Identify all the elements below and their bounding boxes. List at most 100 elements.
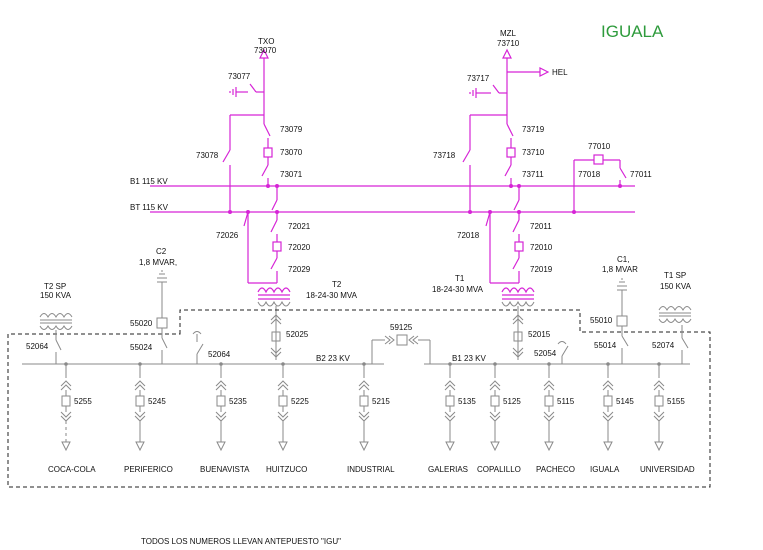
feeder-arrow-icon [216, 441, 226, 452]
txo-number: 73070 [254, 46, 277, 55]
feeder-arrow-icon [490, 441, 500, 452]
t1-lv-breaker-label: 52015 [528, 330, 551, 339]
t2sp-rating: 150 KVA [40, 291, 72, 300]
t2-breaker-label: 72020 [288, 243, 311, 252]
c2-breaker-icon[interactable] [156, 317, 168, 329]
t2-bottom-switch-label: 72029 [288, 265, 311, 274]
mzl-top-switch-label: 73719 [522, 125, 545, 134]
c2-capacitor-bay: C2 1,8 MVAR, 55020 55024 [130, 247, 177, 364]
feeder-breaker-icon[interactable] [654, 395, 664, 407]
t2-lv-breaker-icon[interactable] [271, 331, 281, 342]
feeder-breaker-icon[interactable] [603, 395, 613, 407]
feeder-breaker-icon[interactable] [216, 395, 226, 407]
t2sp-switch-label: 52064 [26, 342, 49, 351]
feeder-breaker-label: 5245 [148, 397, 166, 406]
txo-line-bay: TXO 73070 73077 73078 73079 73070 73071 [196, 37, 303, 214]
feeder-name: COPALILLO [477, 465, 521, 474]
feeder-breaker-icon[interactable] [445, 395, 455, 407]
t2-breaker-icon[interactable] [272, 241, 282, 252]
t2-lv-breaker-label: 52025 [286, 330, 309, 339]
txo-bottom-switch-label: 73071 [280, 170, 303, 179]
mzl-bypass-label: 73718 [433, 151, 456, 160]
hel-label: HEL [552, 68, 568, 77]
feeder-arrow-icon [278, 441, 288, 452]
mzl-breaker-icon[interactable] [506, 147, 516, 158]
feeder-name: GALERIAS [428, 465, 468, 474]
feeder-breaker-icon[interactable] [61, 395, 71, 407]
feeder-breaker-icon[interactable] [135, 395, 145, 407]
t1-breaker-label: 72010 [530, 243, 553, 252]
feeder-arrow-icon [603, 441, 613, 452]
feeder-breaker-icon[interactable] [278, 395, 288, 407]
capacitor-icon [157, 270, 167, 283]
feeder-arrow-icon [445, 441, 455, 452]
t2sp-name: T2 SP [44, 282, 66, 291]
c1-capacitor-bay: C1, 1,8 MVAR 55010 55014 [590, 255, 638, 364]
t2-top-switch-label: 72021 [288, 222, 311, 231]
feeder-breaker-icon[interactable] [359, 395, 369, 407]
feeder-name: COCA-COLA [48, 465, 96, 474]
c2-rating: 1,8 MVAR, [139, 258, 177, 267]
t1sp-switch-label: 52074 [652, 341, 675, 350]
feeder-arrow-icon [135, 441, 145, 452]
c1-breaker-label: 55010 [590, 316, 613, 325]
feeder-breaker-icon[interactable] [544, 395, 554, 407]
feeder-name: PACHECO [536, 465, 575, 474]
mzl-number: 73710 [497, 39, 520, 48]
feeder-name: IGUALA [590, 465, 620, 474]
c1-switch-label: 55014 [594, 341, 617, 350]
feeder-name: PERIFERICO [124, 465, 173, 474]
c1-rating: 1,8 MVAR [602, 265, 638, 274]
t1-lv-breaker-icon[interactable] [513, 331, 523, 342]
t1-rating: 18-24-30 MVA [432, 285, 484, 294]
tie-115kv-bay: 77010 77018 77011 [572, 142, 652, 214]
feeder-name: UNIVERSIDAD [640, 465, 695, 474]
feeder-arrow-icon [61, 441, 71, 452]
feeder-breaker-label: 5155 [667, 397, 685, 406]
tie-23-breaker-icon[interactable] [396, 334, 408, 346]
t1sp-transformer-icon [658, 306, 692, 323]
mzl-bottom-switch-label: 73711 [522, 170, 544, 179]
mzl-name: MZL [500, 29, 517, 38]
feeder-breaker-label: 5225 [291, 397, 309, 406]
feeder-breaker-label: 5215 [372, 397, 390, 406]
feeder-name: BUENAVISTA [200, 465, 250, 474]
feeder-breaker-label: 5235 [229, 397, 247, 406]
c2-name: C2 [156, 247, 167, 256]
tie-115-left-switch-label: 77018 [578, 170, 601, 179]
bus-b2-23kv-label: B2 23 KV [316, 354, 350, 363]
mzl-line-arrow-icon [502, 48, 512, 59]
ground-icon [229, 87, 237, 97]
t1-breaker-icon[interactable] [514, 241, 524, 252]
txo-breaker-icon[interactable] [263, 147, 273, 158]
t2-bypass-label: 72026 [216, 231, 239, 240]
t2sp-service-transformer: T2 SP 150 KVA 52064 [26, 282, 73, 364]
feeder-breaker-label: 5255 [74, 397, 92, 406]
tie-115-right-switch-label: 77011 [630, 170, 652, 179]
c1-breaker-icon[interactable] [616, 315, 628, 327]
t1sp-name: T1 SP [664, 271, 686, 280]
feeder-name: INDUSTRIAL [347, 465, 395, 474]
footnote: TODOS LOS NUMEROS LLEVAN ANTEPUESTO "IGU… [141, 537, 341, 546]
ground-icon [469, 88, 477, 98]
t1-top-switch-label: 72011 [530, 222, 552, 231]
t2-transformer-icon [257, 287, 291, 307]
tie-23-breaker-label: 59125 [390, 323, 413, 332]
bus-b1-115kv-label: B1 115 KV [130, 177, 168, 186]
feeder-breaker-icon[interactable] [490, 395, 500, 407]
bus-bt-115kv-label: BT 115 KV [130, 203, 169, 212]
feeder-arrow-icon [654, 441, 664, 452]
tie-115-breaker-icon[interactable] [593, 154, 604, 165]
t1-name: T1 [455, 274, 465, 283]
txo-bypass-label: 73078 [196, 151, 219, 160]
c2-switch-label: 55024 [130, 343, 153, 352]
